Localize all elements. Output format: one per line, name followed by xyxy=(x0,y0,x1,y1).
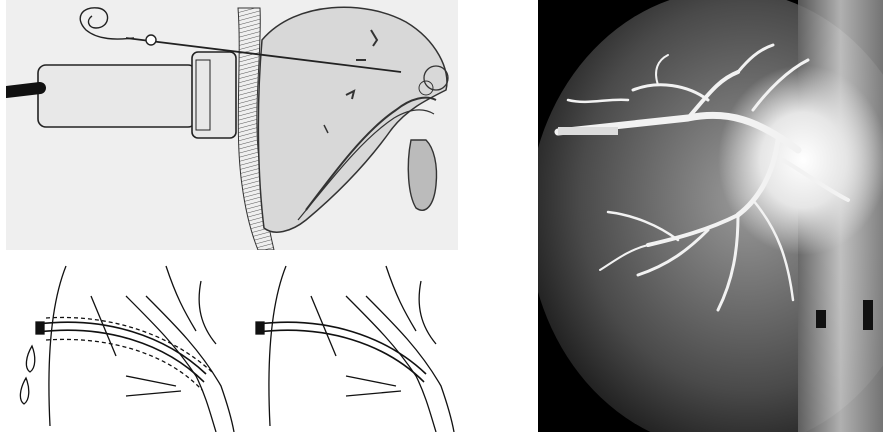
puncture-sketch-illustration xyxy=(6,0,458,250)
ultrasound-probe-handle xyxy=(38,65,196,127)
hilum-opacity xyxy=(718,65,883,255)
catheter-schematics xyxy=(6,256,458,432)
puncture-sketch-panel xyxy=(6,0,458,250)
catheter-schematics-panel xyxy=(6,256,458,432)
portal-venogram-image xyxy=(538,0,883,432)
gallbladder xyxy=(408,140,436,210)
catheter-tip xyxy=(558,127,618,135)
schematic-with-embolic-leak xyxy=(20,266,234,432)
ultrasound-probe-head xyxy=(192,52,236,138)
guidewire-coil xyxy=(80,8,134,39)
portal-venogram-panel xyxy=(538,0,883,432)
embolic-drop xyxy=(26,346,34,372)
probe-cable xyxy=(6,88,40,92)
schematic-catheter-in-place xyxy=(256,266,454,432)
